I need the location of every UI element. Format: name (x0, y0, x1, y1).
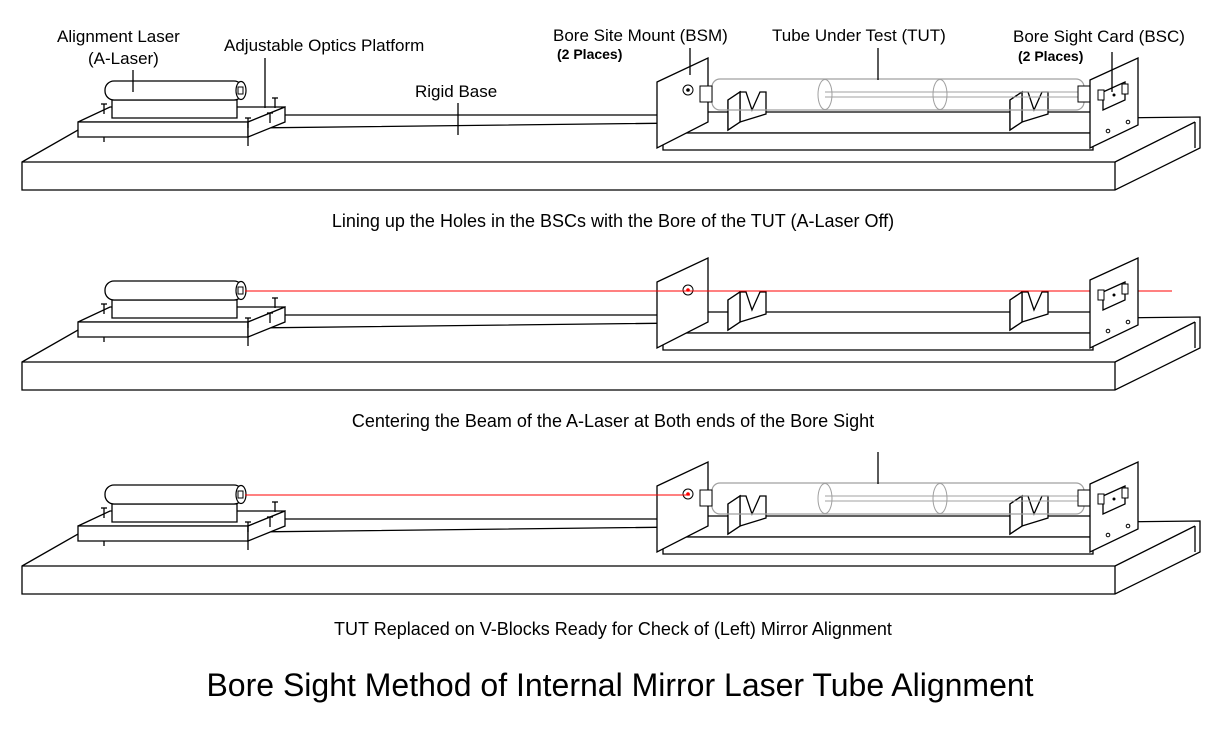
tube-section (817, 483, 833, 514)
optics-platform-side (247, 106, 286, 138)
panel-2 (21, 256, 1201, 391)
label-rigid-base: Rigid Base (415, 82, 498, 101)
label-a-laser: (A-Laser) (88, 49, 159, 68)
laser-mount-block (111, 99, 238, 119)
bore-sight-card (1089, 56, 1139, 150)
alignment-laser (104, 484, 247, 523)
v-block-face (1021, 291, 1049, 323)
laser-mount-block (111, 503, 238, 523)
bore-sight-card (1089, 256, 1139, 350)
v-block-front (727, 90, 741, 132)
label-bsc-places: (2 Places) (1018, 48, 1084, 64)
bsc-clip (1121, 83, 1129, 95)
panel-3 (21, 452, 1201, 595)
bsc-screw (1125, 119, 1131, 125)
v-block-left (727, 90, 767, 132)
v-block-front (1009, 90, 1023, 132)
bore-sight-platform (662, 90, 1122, 151)
optics-platform-front (77, 525, 249, 542)
bsc-hole (1112, 93, 1116, 97)
diagram-title: Bore Sight Method of Internal Mirror Las… (206, 667, 1034, 703)
optics-platform-side (247, 306, 286, 338)
bore-sight-platform (662, 290, 1122, 351)
bsm-plate (656, 56, 709, 150)
label-alignment-laser: Alignment Laser (57, 27, 180, 46)
bsc-screw (1105, 532, 1111, 538)
v-block-left (727, 494, 767, 536)
laser-cylinder (104, 280, 244, 301)
bsc-clip (1097, 289, 1105, 301)
tube-left-mirror (699, 85, 713, 103)
bsm-plate (656, 256, 709, 350)
v-block-right (1009, 90, 1049, 132)
panel-1 (21, 48, 1201, 191)
laser-cylinder (104, 80, 244, 101)
laser-cylinder (104, 484, 244, 505)
tube-section (932, 483, 948, 514)
v-block-face (739, 291, 767, 323)
alignment-laser (104, 80, 247, 119)
label-bsc: Bore Sight Card (BSC) (1013, 27, 1185, 46)
rigid-base-right-edge (1114, 121, 1196, 163)
bore-site-mount (656, 460, 709, 554)
v-block-right (1009, 494, 1049, 536)
alignment-laser (104, 280, 247, 319)
bsc-screw (1125, 523, 1131, 529)
laser-aperture (237, 490, 244, 499)
v-block-front (1009, 290, 1023, 332)
bsm-plate (656, 460, 709, 554)
v-block-left (727, 290, 767, 332)
bsc-hole (1112, 497, 1116, 501)
optics-platform-front (77, 321, 249, 338)
optics-platform-side (247, 510, 286, 542)
tube-section (817, 79, 833, 110)
bore-sight-platform (662, 494, 1122, 555)
label-bsm: Bore Site Mount (BSM) (553, 26, 728, 45)
bsc-hole (1112, 293, 1116, 297)
label-tut: Tube Under Test (TUT) (772, 26, 946, 45)
tube-right-mirror (1077, 489, 1091, 507)
caption-step-3: TUT Replaced on V-Blocks Ready for Check… (334, 619, 892, 639)
bsm-hole (686, 88, 690, 92)
bsc-screw (1105, 128, 1111, 134)
optics-platform-front (77, 121, 249, 138)
label-bsm-places: (2 Places) (557, 46, 623, 62)
v-block-face (739, 495, 767, 527)
bore-sight-card (1089, 460, 1139, 554)
v-block-front (727, 290, 741, 332)
label-optics-platform: Adjustable Optics Platform (224, 36, 425, 55)
bsc-clip (1097, 89, 1105, 101)
bore-site-mount (656, 256, 709, 350)
laser-mount-block (111, 299, 238, 319)
caption-step-2: Centering the Beam of the A-Laser at Bot… (351, 411, 875, 431)
laser-aperture (237, 86, 244, 95)
tube-right-mirror (1077, 85, 1091, 103)
v-block-front (1009, 494, 1023, 536)
bore-site-mount (656, 56, 709, 150)
bsc-clip (1121, 487, 1129, 499)
bore-platform-front (662, 132, 1094, 151)
bore-platform-front (662, 536, 1094, 555)
bsc-screw (1105, 328, 1111, 334)
bsc-screw (1125, 319, 1131, 325)
tube-under-test (699, 452, 1091, 515)
caption-step-1: Lining up the Holes in the BSCs with the… (331, 211, 895, 231)
v-block-right (1009, 290, 1049, 332)
v-block-face (739, 91, 767, 123)
bsc-clip (1097, 493, 1105, 505)
tube-left-mirror (699, 489, 713, 507)
rigid-base-right-edge (1114, 321, 1196, 363)
rigid-base-right-edge (1114, 525, 1196, 567)
v-block-front (727, 494, 741, 536)
bore-platform-front (662, 332, 1094, 351)
tube-section (932, 79, 948, 110)
bsc-clip (1121, 283, 1129, 295)
laser-aperture (237, 286, 244, 295)
